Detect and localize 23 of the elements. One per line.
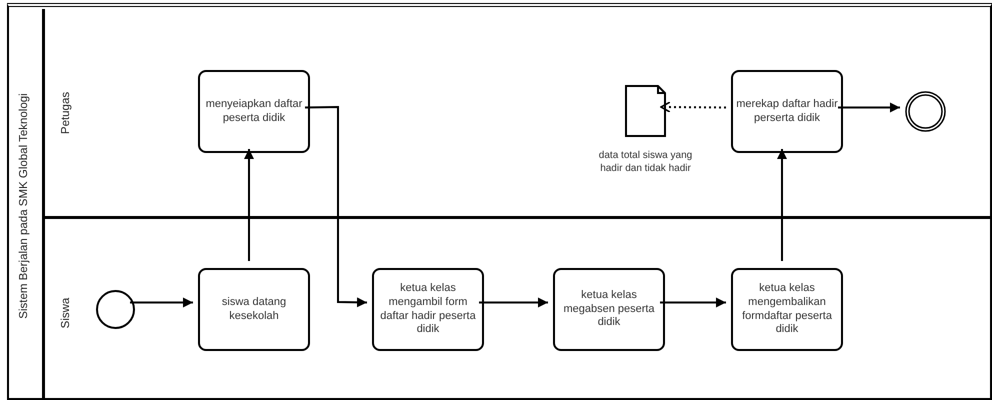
sequence-arrow (777, 149, 787, 261)
task-box: merekap daftar hadir perserta didik (731, 70, 843, 153)
task-box: menyeiapkan daftar peserta didik (198, 70, 310, 153)
sequence-arrow (130, 298, 193, 308)
task-box: ketua kelas mengambil form daftar hadir peserta didik (372, 268, 484, 351)
task-box: siswa datang kesekolah (198, 268, 310, 351)
lane-label: Siswa (60, 298, 72, 328)
sequence-arrow (838, 102, 900, 112)
association-arrow (660, 101, 726, 113)
task-box: ketua kelas megabsen peserta didik (553, 268, 665, 351)
data-caption: data total siswa yang hadir dan tidak hadir (598, 149, 694, 175)
task-box: ketua kelas mengembalikan formdaftar peserta didik (731, 268, 843, 351)
data-document (625, 85, 666, 137)
sequence-arrow (304, 106, 368, 308)
sequence-arrow (660, 298, 726, 308)
lane-label: Petugas (60, 91, 72, 134)
swimlane (42, 216, 992, 400)
sequence-arrow (479, 298, 548, 308)
sequence-arrow (244, 149, 254, 261)
pool-title: Sistem Berjalan pada SMK Global Teknologi (18, 92, 30, 318)
pool (7, 3, 992, 400)
start-event (96, 290, 135, 329)
end-event (905, 91, 946, 132)
